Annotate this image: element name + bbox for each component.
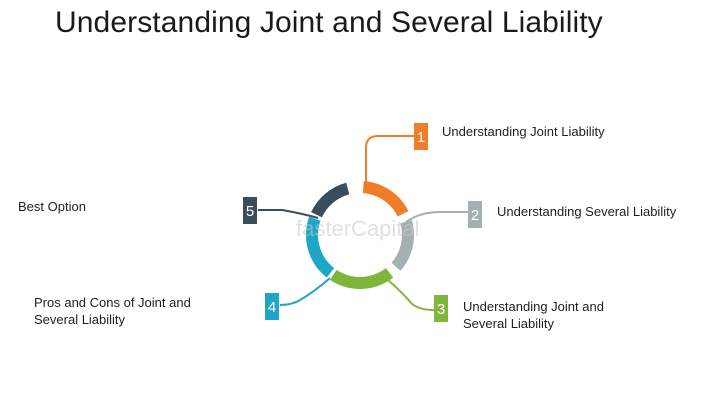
- step-label-3: Understanding Joint and Several Liabilit…: [463, 299, 604, 331]
- step-box-3: [434, 295, 448, 322]
- connector-4: [279, 277, 331, 306]
- step-number-2: 2: [471, 207, 479, 224]
- segment-4: [306, 181, 414, 289]
- connector-3: [387, 279, 435, 311]
- step-number-1: 1: [417, 129, 425, 146]
- segment-5: [306, 181, 415, 290]
- step-label-5: Best Option: [18, 199, 86, 214]
- step-box-1: [414, 123, 428, 150]
- step-number-4: 4: [268, 299, 276, 316]
- step-number-5: 5: [246, 203, 254, 220]
- connector-5: [258, 209, 319, 219]
- step-label-1: Understanding Joint Liability: [442, 124, 605, 139]
- step-box-2: [468, 201, 482, 228]
- connector-2: [405, 211, 468, 223]
- connector-1: [365, 135, 414, 188]
- step-box-4: [265, 293, 279, 320]
- segment-3: [306, 181, 414, 289]
- page-title: Understanding Joint and Several Liabilit…: [55, 6, 603, 39]
- step-number-3: 3: [437, 301, 445, 318]
- step-label-2: Understanding Several Liability: [497, 204, 677, 219]
- watermark: fasterCapital: [296, 216, 420, 241]
- step-label-4: Pros and Cons of Joint and Several Liabi…: [34, 295, 191, 327]
- step-box-5: [243, 197, 257, 224]
